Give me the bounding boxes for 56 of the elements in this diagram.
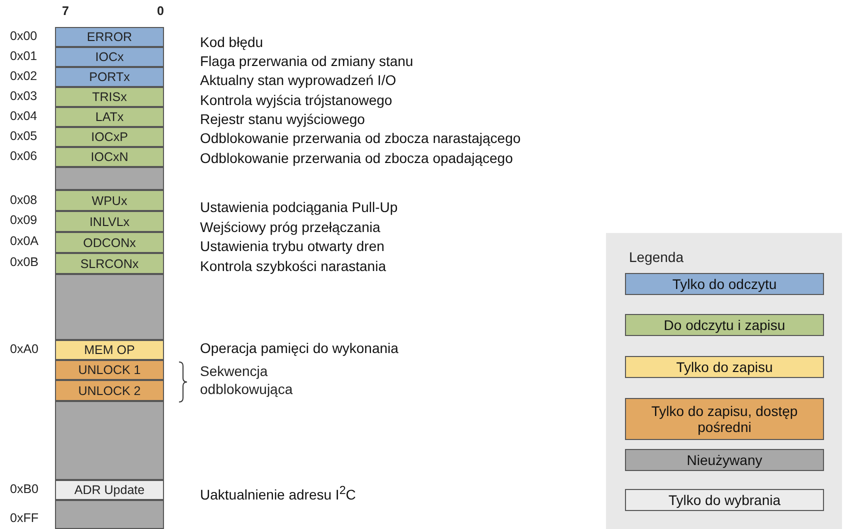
- address-label: 0x09: [10, 213, 38, 227]
- register-cell: IOCxN: [55, 147, 164, 167]
- unused-register-block: [55, 274, 164, 340]
- register-cell: INLVLx: [55, 211, 164, 232]
- register-cell: ERROR: [55, 27, 164, 47]
- register-cell: LATx: [55, 107, 164, 127]
- register-cell: ODCONx: [55, 232, 164, 253]
- register-cell: UNLOCK 2: [55, 380, 164, 401]
- address-label: 0x00: [10, 29, 38, 43]
- register-cell: ADR Update: [55, 480, 164, 500]
- register-description: Ustawienia trybu otwarty dren: [200, 238, 384, 254]
- bit-number: 0: [157, 4, 164, 18]
- address-label: 0x0B: [10, 255, 38, 269]
- address-label: 0xB0: [10, 482, 38, 496]
- register-cell: IOCx: [55, 47, 164, 67]
- register-description: Ustawienia podciągania Pull-Up: [200, 199, 398, 215]
- register-cell: WPUx: [55, 190, 164, 211]
- address-label: 0x01: [10, 49, 38, 63]
- address-label: 0xFF: [10, 511, 38, 525]
- legend-label: Nieużywany: [686, 452, 762, 468]
- register-description: Rejestr stanu wyjściowego: [200, 111, 365, 127]
- register-description: Odblokowanie przerwania od zbocza opadającego: [200, 150, 513, 166]
- unused-register-block: [55, 401, 164, 480]
- register-cell: IOCxP: [55, 127, 164, 147]
- register-description: Operacja pamięci do wykonania: [200, 340, 398, 356]
- unused-register-block: [55, 500, 164, 529]
- register-cell: SLRCONx: [55, 253, 164, 274]
- unused-register-block: [55, 167, 164, 190]
- address-label: 0x03: [10, 89, 38, 103]
- register-description: Kontrola wyjścia trójstanowego: [200, 92, 392, 108]
- address-label: 0xA0: [10, 342, 38, 356]
- address-label: 0x06: [10, 149, 38, 163]
- legend-label: Tylko do zapisu, dostęp pośredni: [650, 403, 799, 435]
- register-description: Wejściowy próg przełączania: [200, 219, 380, 235]
- register-description: Flaga przerwania od zmiany stanu: [200, 53, 414, 69]
- legend-label: Do odczytu i zapisu: [664, 317, 786, 333]
- legend-label: Tylko do zapisu: [676, 359, 773, 375]
- register-description: Aktualny stan wyprowadzeń I/O: [200, 72, 396, 88]
- bit-number: 7: [62, 4, 69, 18]
- address-label: 0x02: [10, 69, 38, 83]
- register-description: Odblokowanie przerwania od zbocza narastającego: [200, 130, 521, 146]
- register-cell: TRISx: [55, 87, 164, 107]
- address-label: 0x05: [10, 129, 38, 143]
- register-description: Uaktualnienie adresu I$^{2}$C: [200, 484, 356, 503]
- register-description: Kod błędu: [200, 34, 264, 50]
- register-cell: MEM OP: [55, 340, 164, 360]
- legend-title: Legenda: [629, 249, 684, 265]
- group-note: Sekwencja odblokowująca: [200, 362, 294, 398]
- register-cell: PORTx: [55, 67, 164, 87]
- legend-label: Tylko do odczytu: [672, 276, 777, 292]
- register-cell: UNLOCK 1: [55, 360, 164, 380]
- address-label: 0x04: [10, 109, 38, 123]
- address-label: 0x08: [10, 193, 38, 207]
- address-label: 0x0A: [10, 234, 38, 248]
- register-description: Kontrola szybkości narastania: [200, 258, 386, 274]
- legend-label: Tylko do wybrania: [668, 492, 781, 508]
